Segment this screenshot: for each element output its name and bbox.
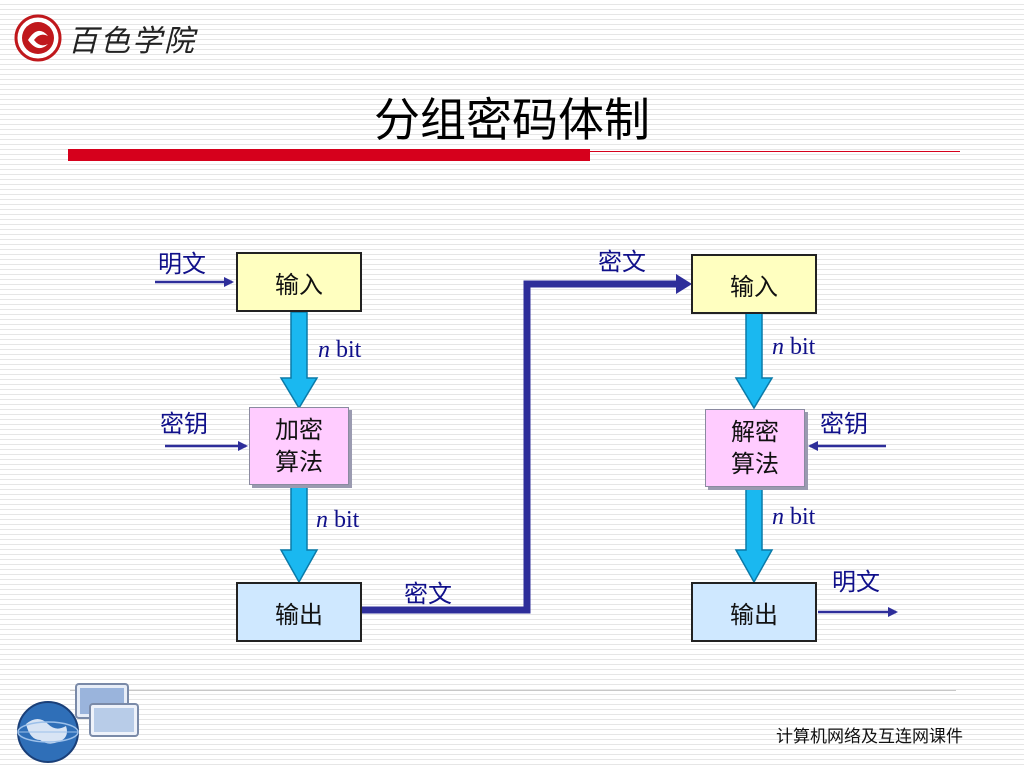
right-input-box: 输入 <box>691 254 817 314</box>
left-bit-label-bottom: n bit <box>316 507 360 533</box>
left-bit-label-top: n bit <box>318 337 362 363</box>
left-output-box: 输出 <box>236 582 362 642</box>
footer-divider <box>70 690 956 691</box>
right-key-label: 密钥 <box>820 410 868 438</box>
decryption-algorithm-box: 解密 算法 <box>705 409 805 487</box>
ciphertext-connector <box>362 280 676 614</box>
left-plaintext-label: 明文 <box>158 250 206 278</box>
right-bit-label-top: n bit <box>772 334 816 360</box>
page-title: 分组密码体制 <box>374 93 650 147</box>
right-plaintext-label: 明文 <box>832 568 880 596</box>
right-ciphertext-label: 密文 <box>598 248 646 276</box>
down-arrow-left-1 <box>279 311 319 410</box>
title-underline-bar <box>68 149 590 161</box>
ciphertext-connector-head <box>676 274 692 294</box>
down-arrow-right-2 <box>734 487 774 584</box>
college-logo-text: 百色学院 <box>68 24 196 59</box>
decryption-algo-line2: 算法 <box>731 450 779 478</box>
globe-network-icon <box>17 683 139 763</box>
footer-course-name: 计算机网络及互连网课件 <box>776 727 963 747</box>
college-logo-icon <box>14 14 62 62</box>
right-output-box: 输出 <box>691 582 817 642</box>
left-input-box: 输入 <box>236 252 362 312</box>
title-underline-line <box>590 151 960 152</box>
decryption-algo-line1: 解密 <box>731 417 779 446</box>
encryption-algo-line1: 加密 <box>275 415 323 444</box>
encryption-algorithm-box: 加密 算法 <box>249 407 349 485</box>
left-ciphertext-label: 密文 <box>404 580 452 608</box>
down-arrow-right-1 <box>734 311 774 410</box>
encryption-algo-line2: 算法 <box>275 448 323 476</box>
right-bit-label-bottom: n bit <box>772 504 816 530</box>
down-arrow-left-2 <box>279 485 319 584</box>
left-key-label: 密钥 <box>160 410 208 438</box>
